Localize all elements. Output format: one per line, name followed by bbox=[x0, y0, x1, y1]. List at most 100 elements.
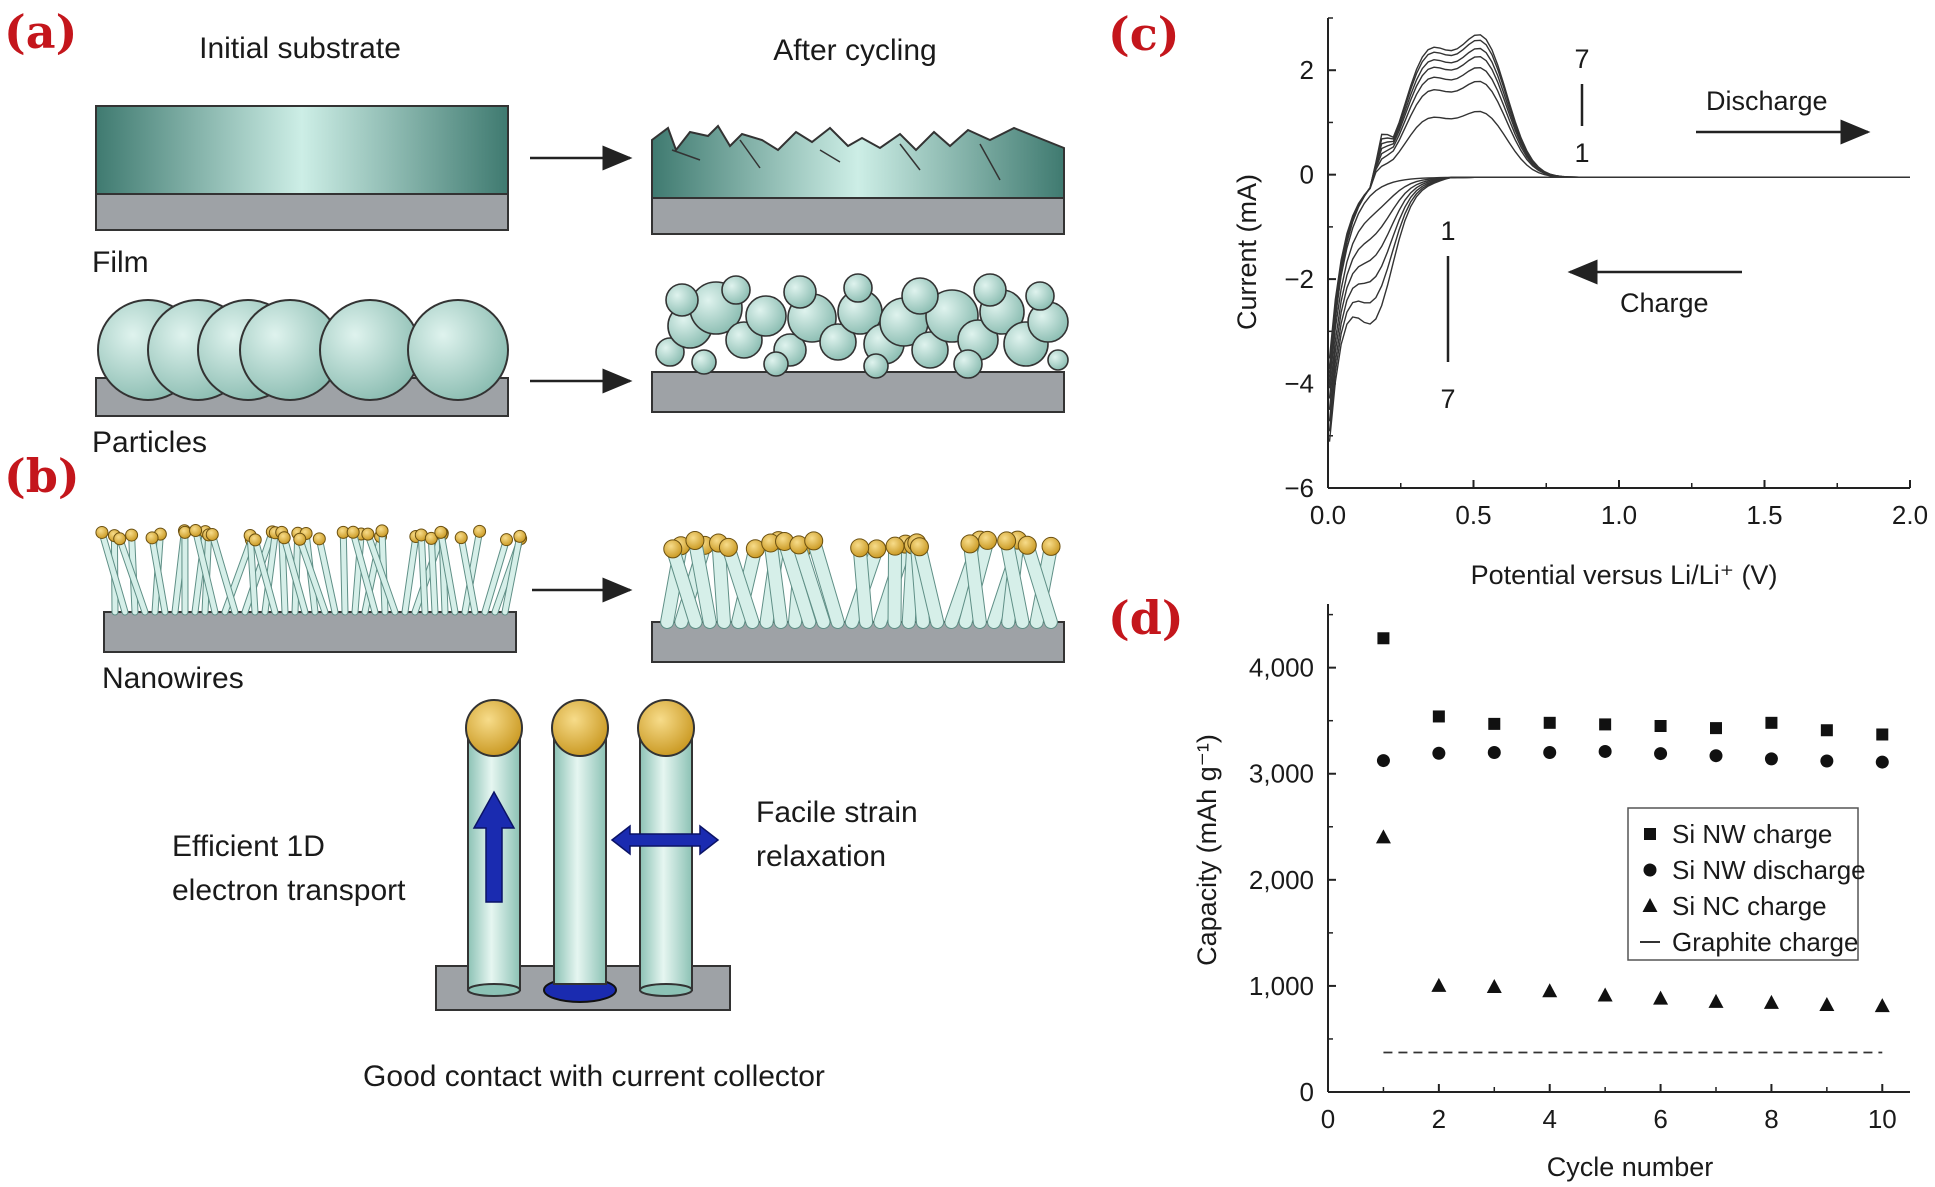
nanowire-highlight bbox=[316, 536, 338, 615]
cv-upper-end-label: 7 bbox=[1574, 44, 1589, 74]
gold-catalyst bbox=[960, 534, 980, 554]
gold-catalyst bbox=[178, 525, 192, 539]
nanowire-highlight bbox=[428, 535, 438, 615]
data-point-triangle bbox=[1819, 997, 1835, 1012]
legend-marker-triangle bbox=[1642, 898, 1658, 912]
gold-catalyst bbox=[718, 537, 738, 557]
data-point-square bbox=[1377, 632, 1390, 645]
gold-catalyst bbox=[95, 525, 109, 539]
gold-catalyst bbox=[473, 524, 487, 538]
legend-label: Si NC charge bbox=[1672, 891, 1827, 921]
nanowire-highlight bbox=[778, 535, 816, 628]
gold-catalyst bbox=[1017, 535, 1037, 555]
cv-x-tick-label: 1.0 bbox=[1601, 500, 1637, 530]
nanowire-highlight bbox=[482, 537, 510, 615]
nanowire-closeup-illustration bbox=[435, 699, 731, 1011]
nanowire-highlight bbox=[502, 533, 523, 615]
data-point-circle bbox=[1432, 746, 1446, 760]
nanowire-highlight bbox=[193, 528, 218, 615]
cv-x-tick-label: 1.5 bbox=[1746, 500, 1782, 530]
cv-lower-start-label: 1 bbox=[1440, 216, 1455, 246]
gold-catalyst bbox=[997, 531, 1017, 551]
cap-legend-box bbox=[1627, 807, 1859, 961]
cycled-particle bbox=[655, 337, 685, 367]
data-point-square bbox=[1599, 718, 1612, 731]
nanowire-highlight bbox=[402, 533, 419, 615]
gold-catalyst bbox=[850, 538, 870, 558]
cv-x-tick-label: 2.0 bbox=[1892, 500, 1928, 530]
gold-catalyst bbox=[909, 537, 929, 557]
nanowire-highlight bbox=[252, 537, 278, 615]
cap-x-tick-label: 10 bbox=[1868, 1104, 1897, 1134]
particles-initial-illustration bbox=[95, 299, 509, 417]
nanowire-highlight bbox=[1021, 539, 1057, 628]
electron-transport-arrow-icon bbox=[472, 790, 516, 903]
legend-label: Si NW discharge bbox=[1672, 855, 1866, 885]
gold-catalyst bbox=[248, 533, 262, 547]
cv-y-tick-label: −4 bbox=[1284, 369, 1314, 399]
data-point-square bbox=[1432, 710, 1445, 723]
data-point-circle bbox=[1376, 754, 1390, 768]
gold-catalyst bbox=[375, 524, 389, 538]
cv-y-tick-label: 2 bbox=[1300, 55, 1314, 85]
nanowire-highlight bbox=[1000, 534, 1029, 628]
gold-catalyst bbox=[685, 531, 705, 551]
nanowire-highlight bbox=[438, 529, 458, 615]
data-point-triangle bbox=[1431, 977, 1447, 992]
cap-x-label: Cycle number bbox=[1547, 1152, 1714, 1182]
cv-cycle-curve bbox=[1328, 66, 1910, 399]
data-point-square bbox=[1876, 728, 1889, 741]
nanowire-highlight bbox=[192, 529, 208, 615]
cv-chart: Potential versus Li/Li⁺ (V) Current (mA)… bbox=[1232, 17, 1928, 590]
gold-catalyst bbox=[885, 536, 905, 556]
cv-y-label: Current (mA) bbox=[1232, 174, 1262, 330]
data-point-square bbox=[1710, 722, 1722, 735]
film-caption: Film bbox=[92, 246, 149, 279]
efficient-transport-line2: electron transport bbox=[172, 874, 406, 907]
cap-x-tick-label: 6 bbox=[1653, 1104, 1667, 1134]
cycled-particle bbox=[691, 349, 717, 375]
nanowire-highlight bbox=[247, 533, 258, 615]
nanowire-highlight bbox=[712, 537, 730, 628]
nanowire-highlight bbox=[963, 537, 986, 628]
cap-y-label: Capacity (mAh g⁻¹) bbox=[1192, 734, 1222, 966]
panel-label-c: (c) bbox=[1108, 7, 1180, 61]
cv-x-tick-label: 0.5 bbox=[1455, 500, 1491, 530]
gold-catalyst bbox=[978, 530, 998, 550]
film-cycled-illustration bbox=[651, 124, 1065, 235]
cycled-particle bbox=[721, 275, 751, 305]
gold-catalyst bbox=[346, 525, 360, 539]
data-point-square bbox=[1765, 716, 1778, 729]
cycled-particle bbox=[901, 277, 939, 315]
nanowire-highlight bbox=[853, 541, 873, 628]
nanowire-highlight bbox=[209, 531, 238, 615]
gold-catalyst bbox=[663, 539, 683, 559]
panel-label-d: (d) bbox=[1108, 591, 1184, 645]
nanowire-highlight bbox=[688, 534, 716, 628]
cycled-particle bbox=[763, 351, 789, 377]
data-point-triangle bbox=[1763, 994, 1779, 1009]
cap-y-tick-label: 1,000 bbox=[1249, 971, 1314, 1001]
nanowire-highlight bbox=[458, 535, 478, 615]
gold-catalyst bbox=[361, 527, 375, 541]
gold-catalyst bbox=[277, 531, 291, 545]
particles-cycled-illustration bbox=[651, 273, 1069, 413]
data-point-circle bbox=[1654, 747, 1668, 761]
nanowires-cycled-illustration bbox=[651, 530, 1065, 663]
gold-catalyst bbox=[145, 531, 159, 545]
nanowire-highlight bbox=[792, 538, 830, 628]
data-point-triangle bbox=[1874, 998, 1890, 1013]
nanowires-caption: Nanowires bbox=[102, 662, 244, 695]
data-point-square bbox=[1543, 716, 1556, 729]
data-point-circle bbox=[1709, 749, 1723, 763]
nanowire-highlight bbox=[362, 534, 384, 615]
cycled-particle bbox=[973, 273, 1007, 307]
cv-lower-end-label: 7 bbox=[1440, 384, 1455, 414]
facile-strain-line1: Facile strain bbox=[756, 796, 918, 829]
nanowire-highlight bbox=[913, 540, 944, 628]
legend-label: Graphite charge bbox=[1672, 927, 1858, 957]
gold-catalyst bbox=[454, 531, 468, 545]
gold-catalyst bbox=[293, 532, 307, 546]
data-point-triangle bbox=[1708, 993, 1724, 1008]
nanowire-highlight bbox=[722, 541, 759, 628]
